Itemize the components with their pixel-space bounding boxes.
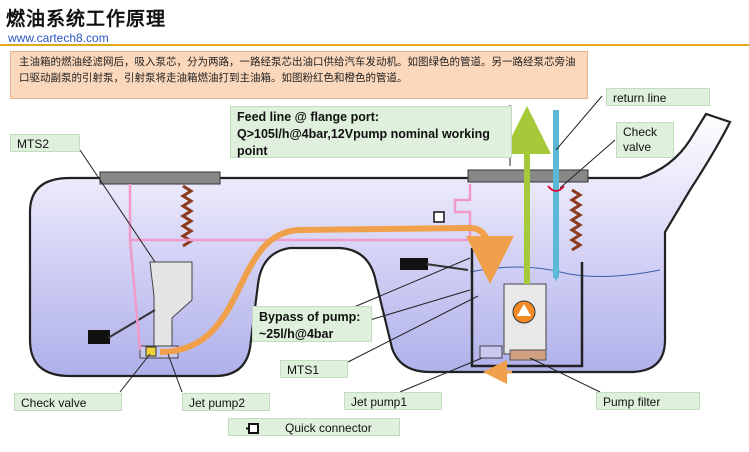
- mts1-reservoir: [470, 248, 584, 368]
- jet-pump2-label: Jet pump2: [182, 393, 270, 411]
- jet-line-pink: [128, 184, 472, 351]
- pump-filter: [509, 349, 547, 361]
- mts2-float: [88, 330, 110, 344]
- mts2-label: MTS2: [10, 134, 80, 152]
- check-valve-bottom-label: Check valve: [14, 393, 122, 411]
- feed-line-label: Feed line @ flange port:Q>105l/h@4bar,12…: [230, 106, 512, 158]
- quick-connector-icon: [246, 423, 259, 434]
- page-title: 燃油系统工作原理: [6, 8, 167, 30]
- mts2-sender: [149, 261, 193, 347]
- mts2-spring: [180, 184, 194, 248]
- jet-pump1-label: Jet pump1: [344, 392, 442, 410]
- bypass-line-orange: [159, 224, 514, 355]
- check-valve-top-symbol: [547, 185, 565, 192]
- check-valve-top-label: Check valve: [616, 122, 674, 158]
- header-divider: [0, 44, 749, 46]
- quick-connector-symbol: [433, 211, 445, 223]
- return-line-label: return line: [606, 88, 710, 106]
- jet-pump1: [479, 345, 503, 359]
- description-box: 主油箱的燃油经滤网后，吸入泵芯，分为两路，一路经泵芯出油口供给汽车发动机。如图绿…: [10, 51, 588, 99]
- mts1-float: [400, 258, 428, 270]
- mts1-spring: [569, 188, 583, 252]
- bypass-label: Bypass of pump:~25l/h@4bar: [252, 306, 372, 342]
- mts2-flange: [99, 171, 221, 185]
- quick-connector-label: Quick connector: [228, 418, 400, 436]
- pump-filter-label: Pump filter: [596, 392, 700, 410]
- mts1-label: MTS1: [280, 360, 348, 378]
- watermark-url: www.cartech8.com: [8, 31, 109, 45]
